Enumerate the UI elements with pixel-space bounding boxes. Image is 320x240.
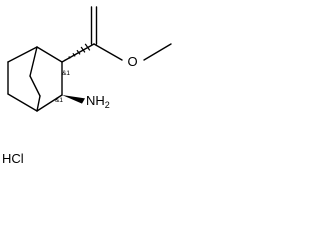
bond-bridgehead1-c2: [36, 46, 63, 63]
ester-oxygen-label: O: [128, 54, 138, 69]
structure-diagram: &1 &1 O NH2 HCl: [2, 6, 172, 166]
bond-bridgehead1-c5: [7, 46, 38, 63]
bond-ester-o-methyl: [143, 43, 172, 61]
amine-nh-text: NH: [86, 93, 105, 108]
bond-c6-bridgehead2: [7, 93, 38, 112]
salt-label: HCl: [2, 151, 24, 166]
hashed-wedge-bond: [64, 43, 91, 61]
stereo-label-c2: &1: [62, 70, 70, 77]
bond-c3-bridgehead2: [36, 94, 63, 112]
bond-c7-c8: [29, 75, 41, 97]
stereo-label-c3: &1: [55, 97, 63, 104]
bond-c2-carbonyl: [61, 43, 95, 63]
bond-layer: [7, 6, 172, 112]
amine-subscript: 2: [105, 100, 110, 110]
solid-wedge-bond: [62, 95, 85, 104]
bond-bridgehead1-c7: [29, 46, 38, 77]
bond-carbonyl-ester-o: [93, 43, 123, 61]
bond-c8-bridgehead2: [36, 95, 41, 112]
amine-label: NH2: [86, 93, 110, 110]
